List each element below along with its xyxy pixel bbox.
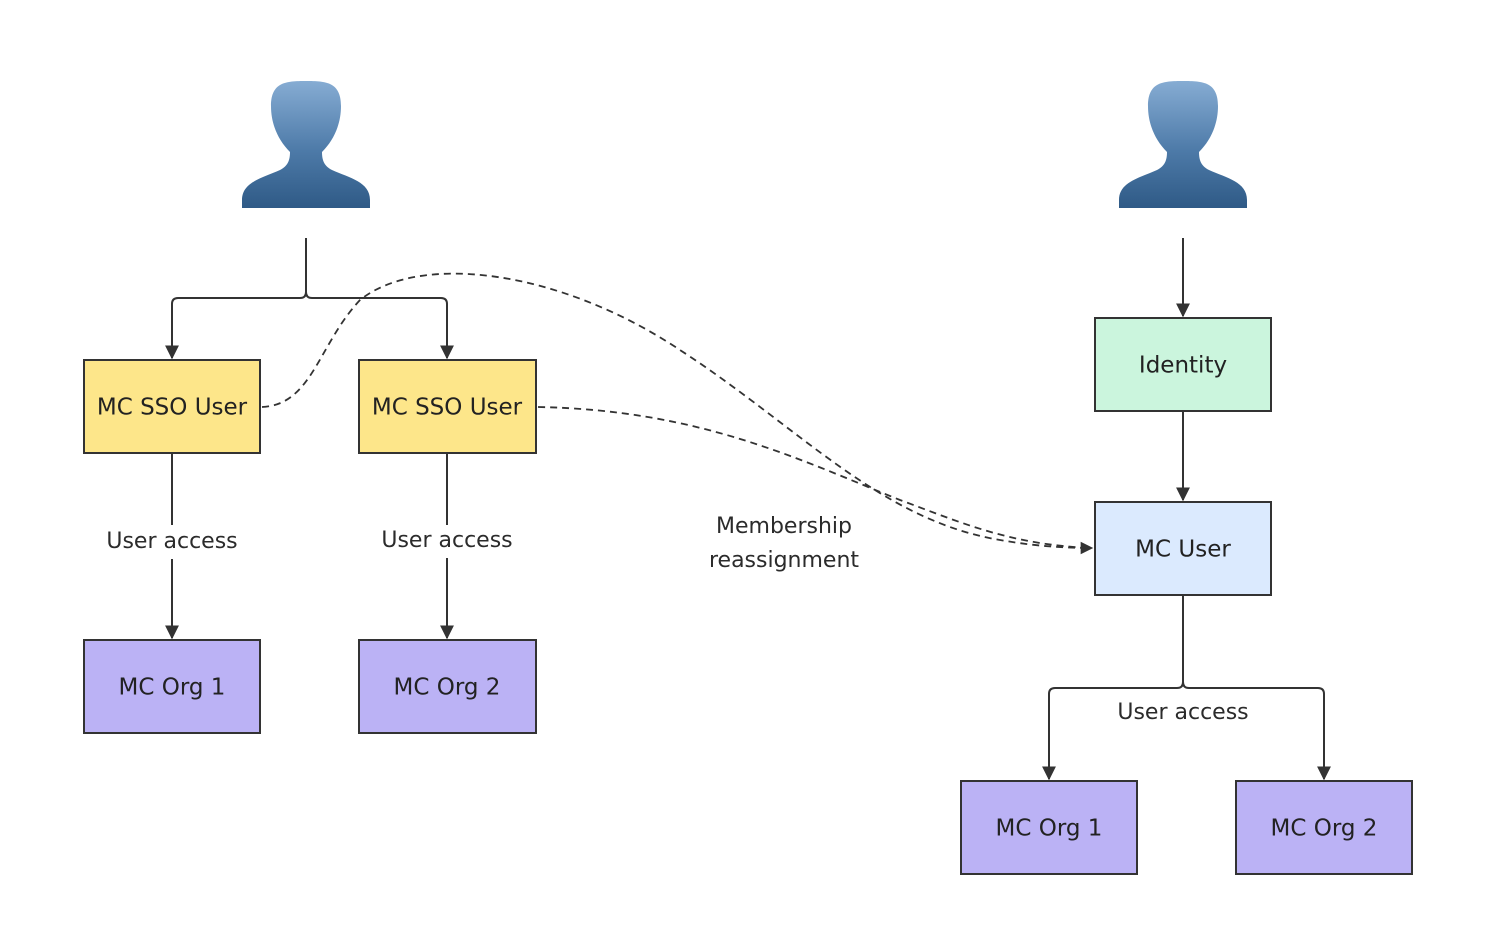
node-left-org-2: MC Org 2 bbox=[358, 639, 537, 734]
node-mc-user: MC User bbox=[1094, 501, 1272, 596]
node-right-org-1: MC Org 1 bbox=[960, 780, 1138, 875]
node-right-org-2: MC Org 2 bbox=[1235, 780, 1413, 875]
edge-label-user-access-right: User access bbox=[1117, 700, 1248, 725]
node-left-org-1: MC Org 1 bbox=[83, 639, 261, 734]
right-org-1-fill bbox=[960, 780, 1138, 875]
mc-user-fill bbox=[1094, 501, 1272, 596]
mc-user-label: MC User bbox=[1135, 537, 1231, 563]
person-icon-left bbox=[242, 81, 370, 208]
node-sso-user-2: MC SSO User bbox=[358, 359, 537, 454]
right-org-1-label: MC Org 1 bbox=[996, 816, 1103, 842]
identity-fill bbox=[1094, 317, 1272, 412]
edge-label-user-access-left-2: User access bbox=[381, 528, 512, 553]
dashed-edge-2 bbox=[537, 406, 1093, 549]
person-icon-right bbox=[1119, 81, 1247, 208]
edge-label-membership: Membership bbox=[716, 514, 852, 539]
sso-user-1-label: MC SSO User bbox=[97, 395, 248, 421]
sso-user-1-fill bbox=[83, 359, 261, 454]
right-org-2-label: MC Org 2 bbox=[1271, 816, 1378, 842]
right-org-2-fill bbox=[1235, 780, 1413, 875]
edge-label-bg-right bbox=[1105, 698, 1261, 728]
sso-user-2-fill bbox=[358, 359, 537, 454]
left-org-1-fill bbox=[83, 639, 261, 734]
edge-label-reassignment: reassignment bbox=[709, 548, 859, 573]
membership-reassignment-edges bbox=[261, 272, 1094, 555]
left-org-2-fill bbox=[358, 639, 537, 734]
edge-label-user-access-left-1: User access bbox=[106, 529, 237, 554]
edges-right bbox=[1042, 238, 1331, 781]
sso-user-2-label: MC SSO User bbox=[372, 395, 523, 421]
node-identity: Identity bbox=[1094, 317, 1272, 412]
dashed-edge-1 bbox=[261, 272, 1094, 555]
left-org-1-label: MC Org 1 bbox=[119, 675, 226, 701]
identity-label: Identity bbox=[1139, 353, 1227, 379]
left-org-2-label: MC Org 2 bbox=[394, 675, 501, 701]
edges-left bbox=[165, 238, 454, 640]
node-sso-user-1: MC SSO User bbox=[83, 359, 261, 454]
